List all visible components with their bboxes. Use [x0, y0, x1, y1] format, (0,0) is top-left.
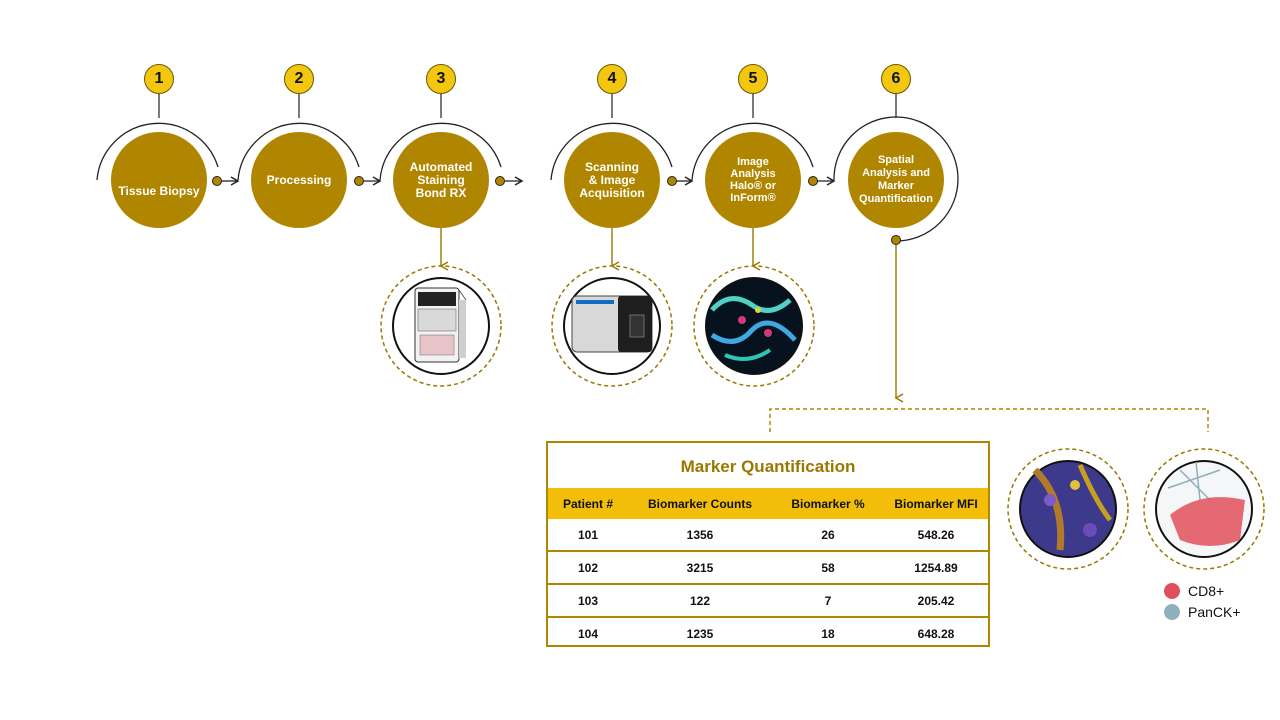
cell-counts: 1356 — [628, 519, 772, 552]
cell-patient: 101 — [548, 519, 628, 552]
header-biomarker-counts: Biomarker Counts — [628, 488, 772, 519]
multiplex-tissue-image — [1019, 460, 1117, 558]
step-arcs — [96, 116, 959, 242]
cell-counts: 1235 — [686, 626, 714, 641]
cell-mfi: 1254.89 — [884, 551, 988, 585]
step-3-badge: 3 — [426, 64, 456, 94]
cell-counts: 122 — [628, 584, 772, 618]
step-6-circle: Spatial Analysis and Marker Quantificati… — [848, 132, 944, 228]
step-4-badge: 4 — [597, 64, 627, 94]
cell-patient: 103 — [548, 584, 628, 618]
step-2-circle: Processing — [251, 132, 347, 228]
cell-percent: 58 — [772, 551, 884, 585]
step-1-badge: 1 — [144, 64, 174, 94]
connector-dots — [212, 176, 901, 245]
step-4-label: Scanning & Image Acquisition — [579, 159, 645, 200]
step-4-circle: Scanning & Image Acquisition — [564, 132, 660, 228]
marker-quantification-table: Patient # Biomarker Counts Biomarker % B… — [548, 488, 988, 649]
cell-patient: 102 — [548, 551, 628, 585]
step-1-label: Tissue Biopsy — [118, 184, 200, 198]
staining-instrument-image — [392, 277, 490, 375]
step-5-circle: Image Analysis Halo® or InForm® — [705, 132, 801, 228]
fluorescence-tissue-image — [705, 277, 803, 375]
dashed-bracket — [769, 408, 1209, 432]
cell-percent: 18 — [821, 626, 835, 641]
table-row: 103 122 7 205.42 — [548, 584, 988, 618]
step-3-label: Automated Staining Bond RX — [409, 159, 473, 200]
spatial-map-image — [1155, 460, 1253, 558]
marker-quantification-panel: Marker Quantification Patient # Biomarke… — [546, 441, 990, 647]
cell-mfi: 648.28 — [917, 626, 955, 641]
header-biomarker-percent: Biomarker % — [772, 488, 884, 519]
legend-label-cd8: CD8+ — [1188, 583, 1225, 599]
legend-label-panck: PanCK+ — [1188, 604, 1241, 620]
image-arrows — [439, 228, 904, 403]
table-title: Marker Quantification — [680, 457, 856, 476]
cell-mfi: 205.42 — [884, 584, 988, 618]
cell-percent: 7 — [772, 584, 884, 618]
cell-counts: 3215 — [628, 551, 772, 585]
legend-item-cd8: CD8+ — [1164, 583, 1224, 599]
cell-mfi: 548.26 — [884, 519, 988, 552]
step-2-badge: 2 — [284, 64, 314, 94]
step-2-label: Processing — [266, 172, 332, 187]
step-1-circle: Tissue Biopsy — [111, 132, 207, 228]
step-6-label: Spatial Analysis and Marker Quantificati… — [859, 154, 933, 205]
scanner-image — [563, 277, 661, 375]
badge-stems — [158, 93, 897, 118]
step-5-label: Image Analysis Halo® or InForm® — [730, 156, 776, 204]
header-biomarker-mfi: Biomarker MFI — [884, 488, 988, 519]
table-row: 102 3215 58 1254.89 — [548, 551, 988, 585]
header-patient: Patient # — [548, 488, 628, 519]
cell-percent: 26 — [772, 519, 884, 552]
table-header-row: Patient # Biomarker Counts Biomarker % B… — [548, 488, 988, 519]
dashed-rings — [380, 265, 1265, 570]
table-row: 104 1235 18 648.28 — [548, 617, 988, 649]
step-6-badge: 6 — [881, 64, 911, 94]
step-5-badge: 5 — [738, 64, 768, 94]
table-row: 101 1356 26 548.26 — [548, 519, 988, 552]
step-3-circle: Automated Staining Bond RX — [393, 132, 489, 228]
cd8-dot-icon — [1164, 583, 1180, 599]
legend-item-panck: PanCK+ — [1164, 604, 1241, 620]
cell-patient: 104 — [577, 626, 599, 641]
panck-dot-icon — [1164, 604, 1180, 620]
